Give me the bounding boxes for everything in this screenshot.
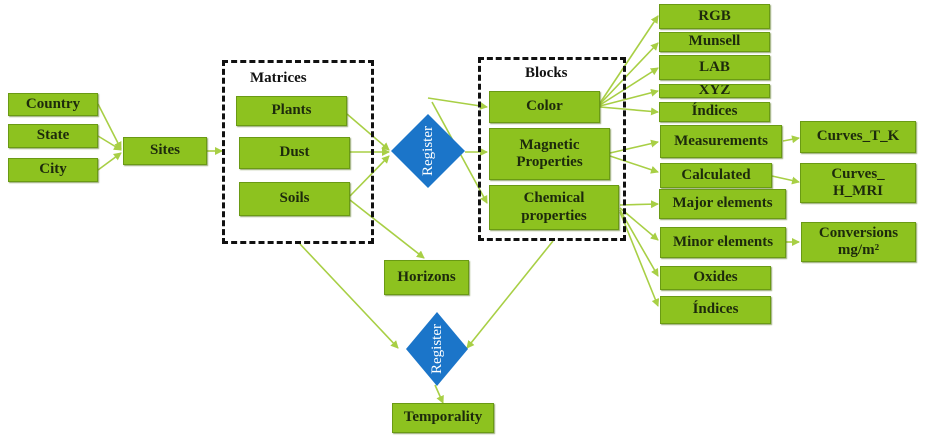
register-decision-temporal[interactable]: Register xyxy=(400,312,474,386)
node-calculated-label: Calculated xyxy=(681,166,751,183)
node-measurements-label: Measurements xyxy=(674,132,768,149)
node-color[interactable]: Color xyxy=(489,91,600,123)
connector-country-sites xyxy=(97,103,122,150)
connector-blocks-register2 xyxy=(466,240,554,349)
node-magnetic-line1: Magnetic xyxy=(519,136,580,153)
node-curves-hmri-line2: H_MRI xyxy=(833,183,883,199)
node-city-label: City xyxy=(39,161,67,178)
node-major-elements-label: Major elements xyxy=(672,195,773,212)
node-country-label: Country xyxy=(25,95,81,112)
node-munsell[interactable]: Munsell xyxy=(659,32,770,52)
node-curves-hmri-line1: Curves_ xyxy=(831,165,885,182)
node-temporality[interactable]: Temporality xyxy=(392,403,494,433)
connector-matrices-register2 xyxy=(299,243,399,349)
node-color-indices-label: Índices xyxy=(691,103,738,120)
node-soils[interactable]: Soils xyxy=(239,182,350,216)
node-conversions[interactable]: Conversions mg/m² xyxy=(801,222,916,262)
node-minor-elements[interactable]: Minor elements xyxy=(660,227,786,258)
connector-color-indices xyxy=(599,106,659,116)
connector-color-rgb xyxy=(599,15,659,104)
node-sites-label: Sites xyxy=(150,142,180,159)
node-oxides[interactable]: Oxides xyxy=(660,266,771,290)
register-temporal-label: Register xyxy=(428,324,445,374)
connector-city-sites xyxy=(97,152,122,171)
connector-register-color xyxy=(427,97,488,110)
node-dust-label: Dust xyxy=(279,144,310,161)
node-minor-elements-label: Minor elements xyxy=(672,233,774,250)
node-oxides-label: Oxides xyxy=(693,269,738,286)
node-conversions-line2: mg/m² xyxy=(837,242,880,258)
diamond-shape xyxy=(406,312,468,386)
node-state-label: State xyxy=(36,127,70,144)
node-plants[interactable]: Plants xyxy=(236,96,347,126)
matrices-title: Matrices xyxy=(250,70,307,86)
connector-plants-register xyxy=(346,113,390,151)
connector-chemical-oxides xyxy=(619,209,659,277)
node-curves-hmri[interactable]: Curves_ H_MRI xyxy=(800,163,916,203)
connector-color-xyz xyxy=(599,88,659,107)
node-xyz[interactable]: XYZ xyxy=(659,84,770,98)
node-calculated[interactable]: Calculated xyxy=(660,163,772,188)
node-major-elements[interactable]: Major elements xyxy=(659,189,786,219)
node-munsell-label: Munsell xyxy=(688,33,741,50)
node-dust[interactable]: Dust xyxy=(239,137,350,169)
node-chemical-indices-label: Índices xyxy=(692,301,739,318)
connector-chemical-major xyxy=(619,200,659,209)
diamond-shape xyxy=(391,114,465,188)
matrices-group xyxy=(222,60,374,244)
blocks-title: Blocks xyxy=(525,65,568,81)
node-soils-label: Soils xyxy=(279,190,310,207)
node-lab-label: LAB xyxy=(699,58,730,75)
node-temporality-label: Temporality xyxy=(403,409,483,426)
node-color-indices[interactable]: Índices xyxy=(659,102,770,122)
connector-soils-horizons xyxy=(349,199,425,259)
node-curves-tk-label: Curves_T_K xyxy=(816,128,900,145)
node-magnetic-properties[interactable]: Magnetic Properties xyxy=(489,128,610,180)
node-lab[interactable]: LAB xyxy=(659,55,770,80)
node-rgb-label: RGB xyxy=(698,7,731,24)
node-horizons-label: Horizons xyxy=(397,268,456,285)
register-main-label: Register xyxy=(419,126,436,176)
connector-state-sites xyxy=(97,135,122,151)
connector-color-munsell xyxy=(599,42,659,105)
node-magnetic-line2: Properties xyxy=(516,154,583,170)
node-sites[interactable]: Sites xyxy=(123,137,207,165)
connector-chemical-indices xyxy=(619,211,660,307)
connector-magnetic-calculated xyxy=(609,155,659,174)
connector-magnetic-measurements xyxy=(609,139,659,154)
node-color-label: Color xyxy=(526,98,563,115)
node-city[interactable]: City xyxy=(8,158,98,182)
connector-measurements-curves xyxy=(782,135,800,144)
node-chemical-line2: properties xyxy=(521,207,587,224)
node-xyz-label: XYZ xyxy=(698,84,731,98)
connector-register2-temporality xyxy=(434,384,444,404)
register-decision-main[interactable]: Register xyxy=(391,114,465,188)
node-horizons[interactable]: Horizons xyxy=(384,260,469,295)
connector-color-lab xyxy=(599,67,659,106)
node-chemical-indices[interactable]: Índices xyxy=(660,296,771,324)
connector-soils-register xyxy=(349,155,390,197)
connector-calculated-curves xyxy=(771,175,800,185)
node-state[interactable]: State xyxy=(8,124,98,148)
node-country[interactable]: Country xyxy=(8,93,98,116)
node-chemical-line1: Chemical xyxy=(523,190,585,207)
connector-chemical-minor xyxy=(619,207,659,241)
node-plants-label: Plants xyxy=(271,102,312,119)
node-measurements[interactable]: Measurements xyxy=(660,125,782,158)
node-rgb[interactable]: RGB xyxy=(659,4,770,29)
node-curves-tk[interactable]: Curves_T_K xyxy=(800,121,916,153)
blocks-group xyxy=(478,57,626,241)
node-chemical-properties[interactable]: Chemical properties xyxy=(489,185,619,230)
node-conversions-line1: Conversions xyxy=(818,224,899,241)
